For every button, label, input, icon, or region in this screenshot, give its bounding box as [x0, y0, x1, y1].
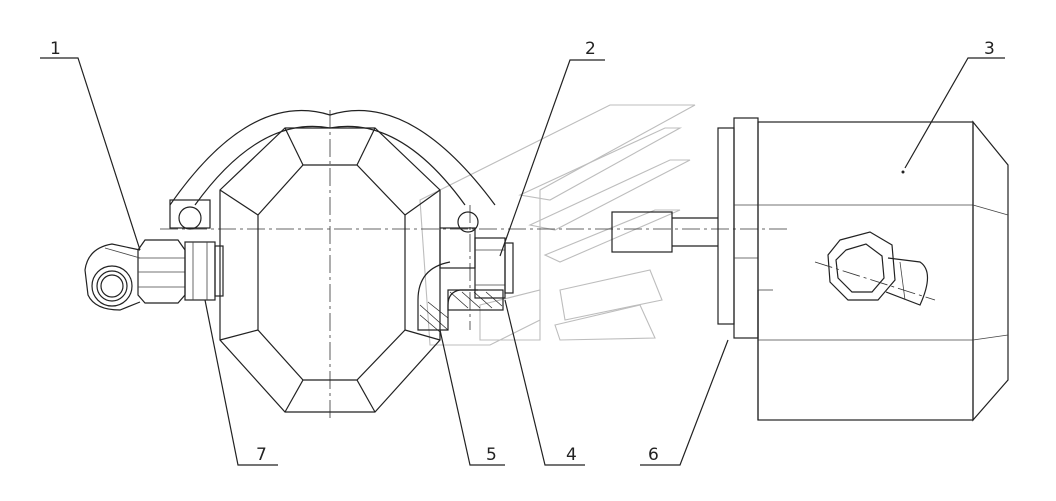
callout-5: 5 [486, 445, 497, 465]
callout-3: 3 [984, 39, 995, 59]
callout-1: 1 [50, 39, 61, 59]
callout-6: 6 [648, 445, 659, 465]
callout-4: 4 [566, 445, 577, 465]
watermark-logo [419, 104, 696, 346]
left-fitting-assembly [84, 199, 224, 311]
octagonal-body [169, 110, 496, 413]
leader-lines [40, 57, 1005, 466]
center-fitting-assembly [417, 211, 514, 333]
cylinder-assembly [611, 117, 1009, 422]
callout-2: 2 [585, 39, 596, 59]
callout-7: 7 [256, 445, 267, 465]
